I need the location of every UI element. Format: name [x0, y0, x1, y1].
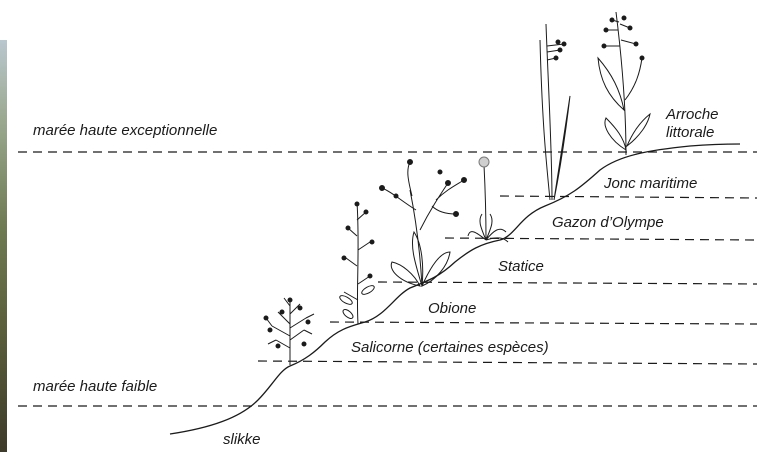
zone-label-statice: Statice [498, 258, 544, 276]
arroche-plant-icon [598, 12, 650, 155]
statice-plant-icon [380, 160, 467, 287]
zone-label-arroche-line2: littorale [666, 124, 719, 142]
salicorne-plant-icon [264, 298, 314, 365]
zone-label-arroche-line1: Arroche [666, 106, 719, 124]
zone-label-gazon: Gazon d’Olympe [552, 214, 664, 232]
zone-label-obione: Obione [428, 300, 476, 318]
zone-line-jonc [500, 196, 757, 198]
zone-label-salicorne: Salicorne (certaines espèces) [351, 339, 549, 357]
jonc-plant-icon [540, 24, 570, 200]
gazon-plant-icon [468, 157, 508, 242]
zone-label-jonc: Jonc maritime [604, 175, 697, 193]
tide-label-exceptional: marée haute exceptionnelle [33, 122, 217, 140]
tide-label-low: marée haute faible [33, 378, 157, 396]
zone-label-slikke: slikke [223, 431, 261, 449]
obione-plant-icon [338, 202, 375, 324]
zone-line-obione [330, 322, 757, 324]
zone-label-arroche: Arroche littorale [666, 106, 719, 142]
zone-line-salicorne [258, 361, 757, 364]
zone-line-statice [378, 282, 757, 284]
